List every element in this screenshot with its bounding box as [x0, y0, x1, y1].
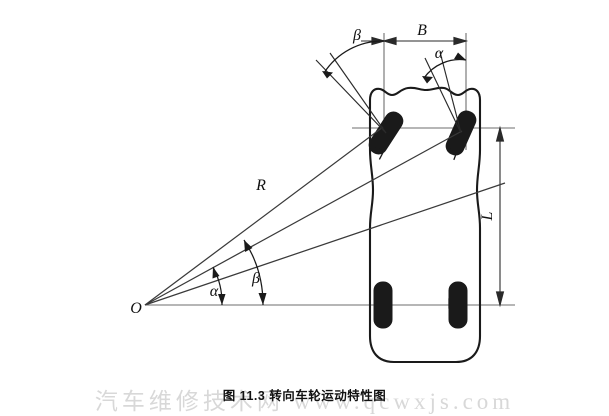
- alpha-origin-arrowhead-bottom: [218, 294, 226, 305]
- angle-arc-alpha-top-arrows: [422, 52, 466, 84]
- label-B: B: [417, 22, 427, 39]
- angle-arcs-at-origin-arrows: [212, 240, 267, 305]
- label-alpha-top: α: [435, 45, 444, 62]
- radius-lines: [144, 126, 506, 306]
- dimension-L-arrow-top: [495, 125, 505, 142]
- radius-line-lower: [144, 182, 506, 306]
- beta-top-arrowhead-left: [322, 71, 333, 79]
- rear-left-wheel: [373, 281, 393, 329]
- guide-front-left-outer-a: [315, 59, 387, 134]
- angle-arc-beta-top: [323, 40, 385, 74]
- guide-front-left-outer-b: [329, 52, 387, 134]
- alpha-top-arrowhead-right: [454, 52, 466, 60]
- label-beta-top: β: [352, 27, 361, 44]
- watermark: 汽车维修技术网 www.qcwxjs.com: [94, 389, 515, 414]
- dimension-L-arrow-bottom: [495, 291, 505, 308]
- dimension-L: [495, 125, 505, 308]
- beta-origin-arrowhead-top: [244, 240, 253, 252]
- angle-arc-beta-top-arrows: [322, 71, 333, 79]
- alpha-top-arc-path: [423, 58, 467, 79]
- label-O: O: [130, 300, 142, 317]
- guide-front-right-inner-b: [439, 51, 462, 134]
- right-angle-marker-front-left: [375, 146, 385, 160]
- beta-origin-arrowhead-bottom: [258, 293, 267, 305]
- dimension-B-arrow-right: [453, 36, 469, 46]
- label-beta-origin: β: [251, 270, 260, 287]
- figure-caption: 图 11.3 转向车轮运动特性图: [222, 389, 387, 403]
- radius-line-mid: [144, 130, 463, 306]
- alpha-origin-arrowhead-top: [212, 267, 220, 279]
- right-angle-markers: [375, 146, 459, 309]
- radius-line-R-outer: [144, 126, 384, 306]
- label-L: L: [479, 211, 496, 221]
- label-alpha-origin: α: [210, 283, 219, 300]
- vehicle-body: [368, 86, 482, 364]
- alpha-top-arrowhead-left: [422, 76, 433, 84]
- angle-arc-alpha-top: [423, 58, 467, 79]
- dimension-B-arrow-left: [381, 36, 397, 46]
- wheels: [368, 110, 477, 329]
- label-R: R: [255, 177, 266, 194]
- beta-top-arc-path: [323, 40, 385, 74]
- right-angle-marker-rear-right: [448, 298, 459, 309]
- vehicle-body-outline: [368, 86, 482, 364]
- right-angle-marker-front-right: [448, 147, 458, 161]
